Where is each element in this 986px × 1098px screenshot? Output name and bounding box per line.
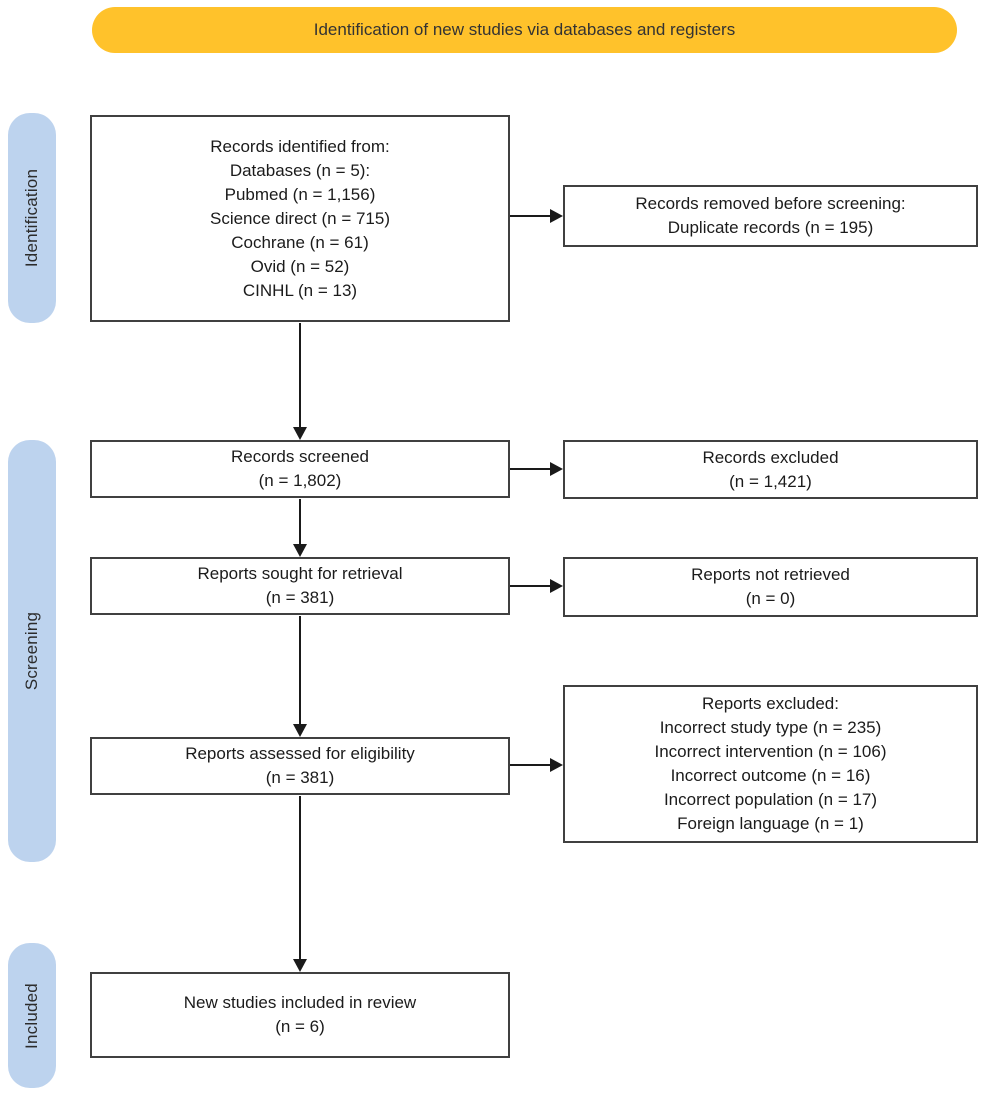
box-reports-not-retrieved-text: Reports not retrieved (n = 0) [691, 563, 850, 611]
box-line: Science direct (n = 715) [209, 208, 390, 228]
box-line: Records identified from: [210, 136, 390, 156]
arrow-identified-to-screened [293, 323, 307, 440]
arrow-head [550, 209, 563, 223]
box-records-screened-text: Records screened (n = 1,802) [231, 445, 369, 493]
box-line: Pubmed (n = 1,156) [224, 184, 376, 204]
box-line: (n = 1,802) [258, 471, 342, 490]
banner-label: Identification of new studies via databa… [313, 20, 736, 39]
box-line: Incorrect outcome (n = 16) [670, 766, 871, 785]
box-line: Duplicate records (n = 195) [667, 218, 874, 237]
stage-screening: Screening [8, 440, 56, 862]
box-reports-not-retrieved: Reports not retrieved (n = 0) [563, 557, 978, 617]
box-records-excluded: Records excluded (n = 1,421) [563, 440, 978, 499]
box-line: Reports assessed for eligibility [185, 744, 415, 763]
box-records-identified: Records identified from: Databases (n = … [90, 115, 510, 322]
box-reports-sought: Reports sought for retrieval (n = 381) [90, 557, 510, 615]
box-reports-assessed: Reports assessed for eligibility (n = 38… [90, 737, 510, 795]
box-reports-sought-text: Reports sought for retrieval (n = 381) [197, 562, 402, 610]
arrow-head [293, 959, 307, 972]
box-line: Incorrect population (n = 17) [663, 790, 878, 809]
box-line: (n = 0) [745, 589, 796, 608]
box-line: (n = 381) [265, 588, 335, 607]
stage-screening-label: Screening [22, 611, 42, 691]
box-line: Records screened [231, 447, 369, 466]
box-line: New studies included in review [183, 993, 417, 1012]
box-line: Incorrect intervention (n = 106) [654, 742, 887, 761]
stage-identification-label: Identification [22, 168, 42, 268]
box-reports-assessed-text: Reports assessed for eligibility (n = 38… [185, 742, 415, 790]
stage-included-label: Included [22, 982, 41, 1049]
box-line: Incorrect study type (n = 235) [659, 718, 882, 737]
box-line: (n = 1,421) [729, 471, 812, 491]
box-line: Reports not retrieved [691, 565, 850, 584]
arrow-screened-to-sought [293, 499, 307, 557]
box-line: Records excluded [702, 447, 839, 467]
arrow-head [550, 579, 563, 593]
banner: Identification of new studies via databa… [92, 7, 957, 53]
box-line: Databases (n = 5): [229, 160, 371, 180]
box-records-excluded-text: Records excluded (n = 1,421) [702, 446, 838, 494]
arrow-sought-to-not-retrieved [510, 579, 563, 593]
box-line: Records removed before screening: [635, 194, 906, 213]
box-records-removed-text: Records removed before screening: Duplic… [635, 192, 905, 240]
arrow-sought-to-assessed [293, 616, 307, 737]
arrow-screened-to-excluded [510, 462, 563, 476]
arrow-head [293, 724, 307, 737]
box-reports-excluded-text: Reports excluded: Incorrect study type (… [655, 692, 887, 836]
box-line: Foreign language (n = 1) [677, 814, 864, 833]
arrow-head [550, 462, 563, 476]
stage-identification: Identification [8, 113, 56, 323]
arrow-head [293, 544, 307, 557]
box-records-identified-text: Records identified from: Databases (n = … [210, 135, 390, 303]
box-records-removed: Records removed before screening: Duplic… [563, 185, 978, 247]
box-records-screened: Records screened (n = 1,802) [90, 440, 510, 498]
box-line: Cochrane (n = 61) [231, 232, 369, 252]
arrow-identified-to-removed [510, 209, 563, 223]
box-reports-excluded: Reports excluded: Incorrect study type (… [563, 685, 978, 843]
arrow-assessed-to-reports-excluded [510, 758, 563, 772]
box-line: Reports excluded: [701, 694, 839, 713]
box-line: Reports sought for retrieval [197, 564, 403, 583]
box-line: Ovid (n = 52) [250, 256, 350, 276]
box-new-studies-text: New studies included in review (n = 6) [184, 991, 416, 1039]
stage-included: Included [8, 943, 56, 1088]
box-line: (n = 381) [265, 768, 335, 787]
arrow-head [293, 427, 307, 440]
box-line: (n = 6) [275, 1017, 325, 1036]
box-new-studies: New studies included in review (n = 6) [90, 972, 510, 1058]
arrow-assessed-to-included [293, 796, 307, 972]
box-line: CINHL (n = 13) [242, 280, 358, 300]
arrow-head [550, 758, 563, 772]
